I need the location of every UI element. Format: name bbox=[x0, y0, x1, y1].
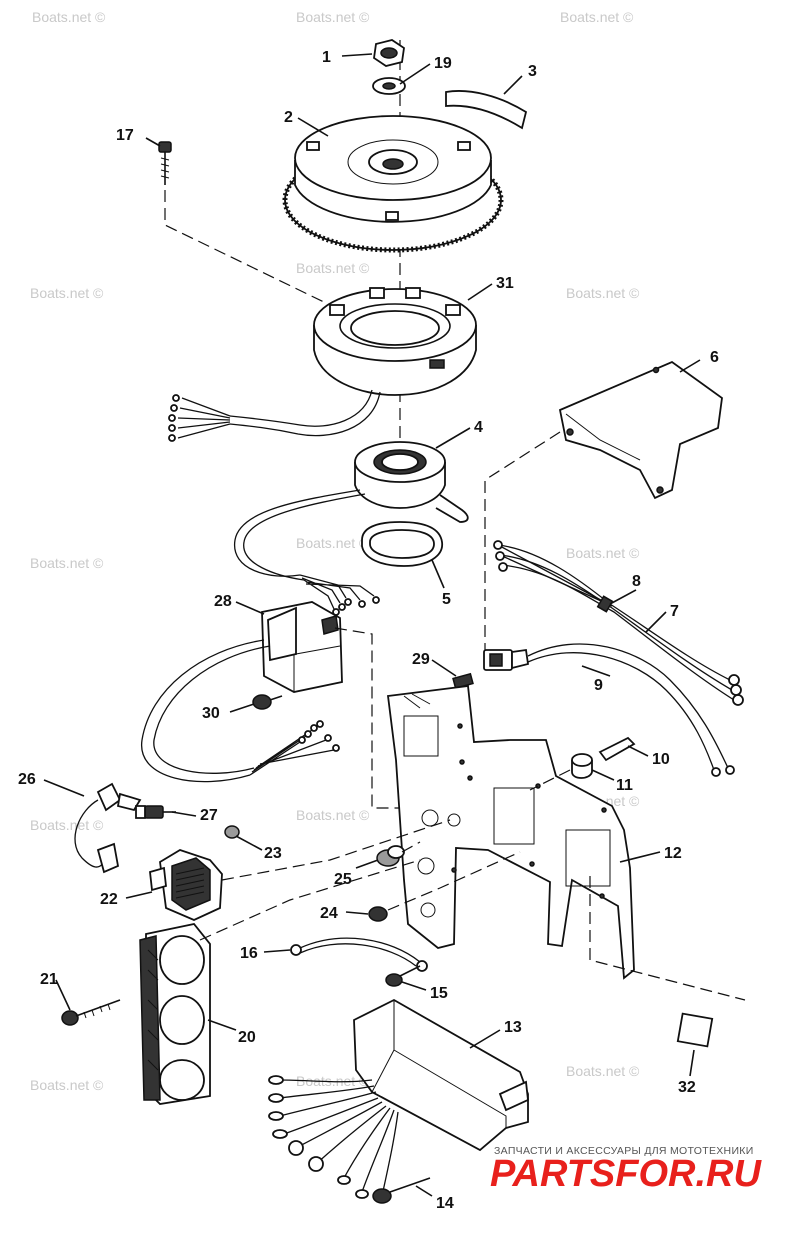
part-key-strip bbox=[445, 90, 528, 130]
watermark: Boats.net © bbox=[30, 817, 104, 833]
part-nut-24 bbox=[368, 851, 521, 922]
part-spark-plug bbox=[135, 805, 176, 819]
cdi-leads bbox=[268, 1075, 399, 1199]
callout-10: 10 bbox=[652, 751, 670, 768]
part-grommet bbox=[376, 841, 421, 867]
callout-11: 11 bbox=[616, 777, 633, 794]
brand-logo: ЗАПЧАСТИ И АКСЕССУАРЫ ДЛЯ МОТОТЕХНИКИ PA… bbox=[490, 1145, 762, 1195]
part-nut bbox=[373, 39, 405, 67]
brand-tagline: ЗАПЧАСТИ И АКСЕССУАРЫ ДЛЯ МОТОТЕХНИКИ bbox=[494, 1145, 754, 1157]
watermark: Boats.net © bbox=[296, 260, 370, 276]
callout-24: 24 bbox=[320, 905, 338, 922]
part-mounting-plate bbox=[386, 684, 635, 980]
coil-line bbox=[221, 819, 451, 881]
part-cdi-module bbox=[353, 998, 529, 1152]
callout-2: 2 bbox=[284, 109, 293, 126]
callout-15: 15 bbox=[430, 985, 448, 1002]
watermark: Boats.net © bbox=[296, 535, 370, 551]
part-screw-30 bbox=[252, 694, 283, 710]
callout-27: 27 bbox=[200, 807, 218, 824]
part-bolt-14 bbox=[372, 1177, 431, 1204]
watermark: Boats.net © bbox=[32, 9, 106, 25]
callout-8: 8 bbox=[632, 573, 641, 590]
watermark: Boats.net © bbox=[30, 1077, 104, 1093]
trigger-leads bbox=[234, 489, 380, 616]
coil-pack-line bbox=[199, 859, 421, 941]
callout-13: 13 bbox=[504, 1019, 522, 1036]
callout-1: 1 bbox=[322, 49, 331, 66]
callout-21: 21 bbox=[40, 971, 58, 988]
callout-29: 29 bbox=[412, 651, 430, 668]
part-bracket bbox=[558, 360, 723, 500]
callout-32: 32 bbox=[678, 1079, 696, 1096]
brand-name: PARTSFOR.RU bbox=[490, 1153, 762, 1195]
part-bushing-11 bbox=[529, 753, 593, 791]
part-ground-strap bbox=[290, 937, 428, 972]
watermark: Boats.net © bbox=[296, 807, 370, 823]
callout-9: 9 bbox=[594, 677, 603, 694]
part-spark-lead bbox=[74, 782, 142, 874]
part-flywheel bbox=[282, 115, 504, 253]
part-regulator bbox=[141, 601, 343, 783]
watermark: Boats.net © bbox=[566, 545, 640, 561]
part-harness bbox=[493, 540, 744, 706]
callout-12: 12 bbox=[664, 845, 682, 862]
watermark: Boats.net © bbox=[566, 1063, 640, 1079]
callout-25: 25 bbox=[334, 871, 352, 888]
part-pin bbox=[598, 736, 636, 762]
callout-31: 31 bbox=[496, 275, 514, 292]
callout-4: 4 bbox=[474, 419, 483, 436]
part-nut-23 bbox=[224, 825, 240, 839]
watermark: Boats.net © bbox=[30, 555, 104, 571]
part-trigger-coil bbox=[354, 441, 469, 523]
callout-19: 19 bbox=[434, 55, 452, 72]
bracket-line bbox=[484, 431, 561, 650]
plate-line bbox=[589, 876, 746, 1001]
callout-23: 23 bbox=[264, 845, 282, 862]
part-bolt-17 bbox=[158, 141, 172, 185]
part-stator bbox=[313, 287, 477, 396]
watermark: Boats.net © bbox=[566, 285, 640, 301]
callout-17: 17 bbox=[116, 127, 134, 144]
callout-numbers: 1 19 3 2 17 31 6 4 5 8 7 28 29 9 30 10 1… bbox=[18, 49, 719, 1212]
part-screw-15 bbox=[385, 965, 421, 987]
part-wire-connector bbox=[483, 643, 735, 777]
callout-28: 28 bbox=[214, 593, 232, 610]
callout-26: 26 bbox=[18, 771, 36, 788]
part-decal bbox=[676, 1012, 714, 1048]
part-bolt-21 bbox=[61, 999, 121, 1026]
part-coil-pack bbox=[139, 923, 211, 1105]
callout-7: 7 bbox=[670, 603, 679, 620]
part-washer bbox=[372, 77, 406, 95]
callout-5: 5 bbox=[442, 591, 451, 608]
regulator-line bbox=[334, 627, 400, 809]
callout-22: 22 bbox=[100, 891, 118, 908]
watermark: Boats.net © bbox=[30, 285, 104, 301]
callout-3: 3 bbox=[528, 63, 537, 80]
callout-14: 14 bbox=[436, 1195, 454, 1212]
stator-leads bbox=[168, 389, 381, 442]
callout-16: 16 bbox=[240, 945, 258, 962]
part-retainer bbox=[361, 521, 443, 567]
leader-lines bbox=[43, 53, 701, 1197]
callout-30: 30 bbox=[202, 705, 220, 722]
watermark: Boats.net © bbox=[296, 9, 370, 25]
callout-6: 6 bbox=[710, 349, 719, 366]
callout-20: 20 bbox=[238, 1029, 256, 1046]
part-ignition-coil bbox=[149, 849, 223, 921]
bolt-path-line bbox=[164, 190, 331, 306]
watermark: Boats.net © bbox=[560, 9, 634, 25]
